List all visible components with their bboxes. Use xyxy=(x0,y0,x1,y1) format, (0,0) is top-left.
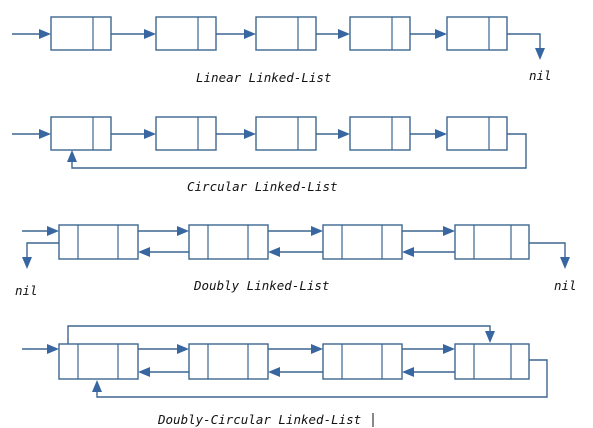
circular-next-arrow-1 xyxy=(111,129,156,139)
linear-linked-list: nil Linear Linked-List xyxy=(12,16,552,85)
doubly-next-arrow-1 xyxy=(138,226,189,236)
doubly-node-3 xyxy=(322,224,403,260)
arrowhead-icon xyxy=(435,29,447,39)
doubly-prev-arrow-3 xyxy=(402,247,455,257)
arrowhead-icon xyxy=(47,226,59,236)
circular-head-pointer-arrow xyxy=(12,129,51,139)
arrowhead-icon xyxy=(338,129,350,139)
linear-nil-label: nil xyxy=(529,68,552,83)
linear-node-4 xyxy=(349,16,411,51)
linear-next-arrow-2 xyxy=(216,29,256,39)
doubly-circular-tail-to-head-arrow xyxy=(92,359,548,398)
doubly-circular-linked-list: Doubly-Circular Linked-List xyxy=(22,325,548,427)
arrowhead-icon xyxy=(268,367,280,377)
arrowhead-icon xyxy=(144,129,156,139)
arrowhead-icon xyxy=(138,367,150,377)
arrowhead-icon xyxy=(443,226,455,236)
circular-linked-list: Circular Linked-List xyxy=(12,116,527,194)
doubly-next-arrow-2 xyxy=(268,226,323,236)
doubly-head-prev-nil-arrow xyxy=(22,242,59,269)
arrowhead-icon xyxy=(311,226,323,236)
arrowhead-icon xyxy=(138,247,150,257)
doubly-circular-node-4 xyxy=(454,343,530,380)
doubly-prev-arrow-2 xyxy=(268,247,323,257)
arrowhead-icon xyxy=(39,129,51,139)
circular-next-arrow-4 xyxy=(410,129,447,139)
arrowhead-icon xyxy=(244,29,256,39)
doubly-circular-prev-arrow-2 xyxy=(268,367,323,377)
circular-node-1 xyxy=(50,116,112,151)
circular-node-2 xyxy=(155,116,217,151)
arrowhead-icon xyxy=(92,380,102,392)
doubly-circular-title: Doubly-Circular Linked-List xyxy=(157,412,361,427)
linear-links xyxy=(12,29,545,60)
doubly-prev-arrow-1 xyxy=(138,247,189,257)
arrowhead-icon xyxy=(402,247,414,257)
arrowhead-icon xyxy=(535,48,545,60)
doubly-nodes xyxy=(58,224,530,260)
arrowhead-icon xyxy=(268,247,280,257)
arrowhead-icon xyxy=(22,257,32,269)
arrowhead-icon xyxy=(144,29,156,39)
arrowhead-icon xyxy=(402,367,414,377)
arrowhead-icon xyxy=(485,331,495,343)
linear-nodes xyxy=(50,16,508,51)
doubly-circular-next-arrow-1 xyxy=(138,344,189,354)
arrowhead-icon xyxy=(177,344,189,354)
circular-node-4 xyxy=(349,116,411,151)
arrowhead-icon xyxy=(338,29,350,39)
doubly-circular-node-3 xyxy=(322,343,403,380)
circular-next-arrow-2 xyxy=(216,129,256,139)
doubly-circular-node-1 xyxy=(58,343,139,380)
doubly-circular-next-arrow-2 xyxy=(268,344,323,354)
doubly-circular-prev-arrow-1 xyxy=(138,367,189,377)
linear-next-arrow-3 xyxy=(316,29,350,39)
circular-next-arrow-3 xyxy=(316,129,350,139)
doubly-linked-list: nil nil Doubly Linked-List xyxy=(15,224,577,298)
doubly-nil-right-label: nil xyxy=(554,278,577,293)
arrowhead-icon xyxy=(67,150,77,162)
linear-node-3 xyxy=(255,16,317,51)
arrowhead-icon xyxy=(47,344,59,354)
doubly-node-2 xyxy=(188,224,269,260)
circular-node-3 xyxy=(255,116,317,151)
linear-node-1 xyxy=(50,16,112,51)
linear-next-arrow-1 xyxy=(111,29,156,39)
linear-next-arrow-4 xyxy=(410,29,447,39)
doubly-tail-next-nil-arrow xyxy=(529,242,570,269)
linear-title: Linear Linked-List xyxy=(196,70,331,85)
doubly-circular-prev-arrow-3 xyxy=(402,367,455,377)
doubly-circular-node-2 xyxy=(188,343,269,380)
linear-node-2 xyxy=(155,16,217,51)
arrowhead-icon xyxy=(177,226,189,236)
doubly-circular-head-to-tail-arrow xyxy=(67,325,495,344)
doubly-nil-left-label: nil xyxy=(15,283,38,298)
circular-node-5 xyxy=(446,116,508,151)
circular-nodes xyxy=(50,116,508,151)
doubly-circular-head-pointer-arrow xyxy=(22,344,59,354)
linear-node-5 xyxy=(446,16,508,51)
doubly-circular-links xyxy=(22,325,548,398)
doubly-next-arrow-3 xyxy=(402,226,455,236)
arrowhead-icon xyxy=(443,344,455,354)
doubly-head-pointer-arrow xyxy=(22,226,59,236)
arrowhead-icon xyxy=(435,129,447,139)
arrowhead-icon xyxy=(244,129,256,139)
doubly-circular-next-arrow-3 xyxy=(402,344,455,354)
doubly-node-1 xyxy=(58,224,139,260)
linear-head-pointer-arrow xyxy=(12,29,51,39)
arrowhead-icon xyxy=(39,29,51,39)
circular-links xyxy=(12,129,527,169)
arrowhead-icon xyxy=(560,257,570,269)
circular-wraparound-arrow xyxy=(67,133,527,169)
doubly-circular-nodes xyxy=(58,343,530,380)
arrowhead-icon xyxy=(311,344,323,354)
linear-tail-nil-arrow xyxy=(507,33,545,60)
circular-title: Circular Linked-List xyxy=(187,179,338,194)
doubly-title: Doubly Linked-List xyxy=(193,278,329,293)
doubly-node-4 xyxy=(454,224,530,260)
doubly-links xyxy=(22,226,570,269)
